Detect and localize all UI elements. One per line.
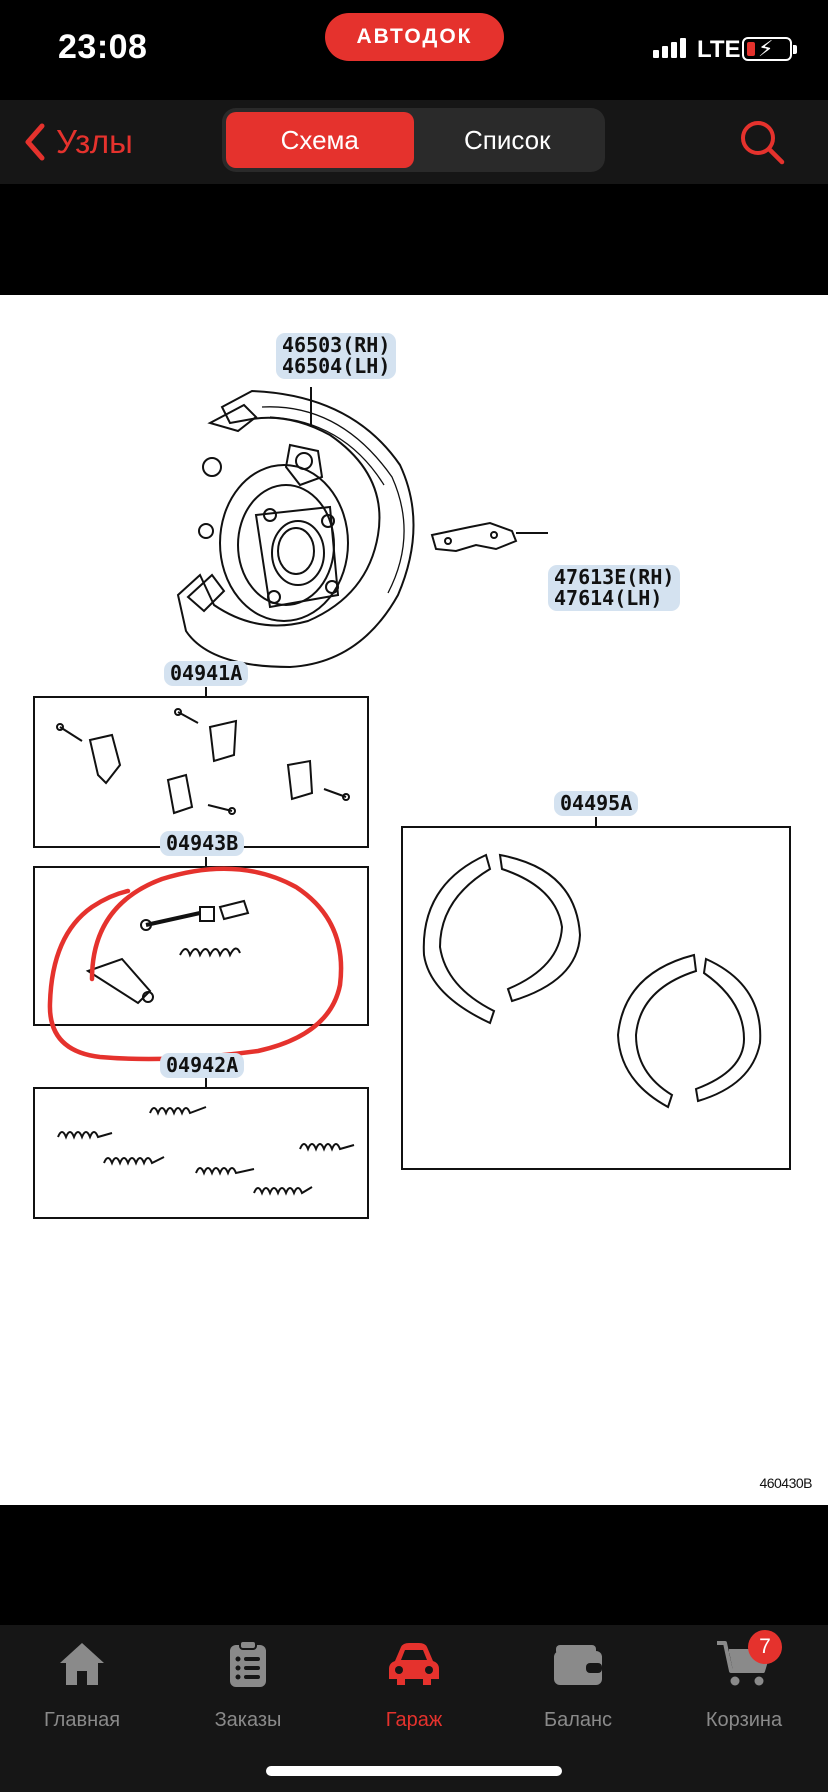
status-bar: 23:08 АВТОДОК LTE ⚡ xyxy=(0,0,828,100)
tab-orders-label: Заказы xyxy=(214,1709,282,1731)
view-switcher: Схема Список xyxy=(222,108,605,172)
home-icon xyxy=(60,1643,104,1685)
tab-home-label: Главная xyxy=(43,1709,121,1731)
callout-kit-a[interactable]: 04941A xyxy=(164,661,249,686)
tab-orders[interactable]: Заказы xyxy=(168,1639,328,1749)
tab-list[interactable]: Список xyxy=(463,124,551,155)
highlight-circle xyxy=(47,866,344,1062)
diagram-code: 460430B xyxy=(759,1475,812,1491)
back-label: Узлы xyxy=(56,123,133,160)
tab-scheme[interactable]: Схема xyxy=(226,112,414,168)
search-icon[interactable] xyxy=(738,118,786,166)
spring-parts-drawing xyxy=(57,1106,355,1196)
nav-bar: Узлы Схема Список xyxy=(0,100,828,184)
clip-parts-drawing xyxy=(56,708,350,815)
callout-kit-b[interactable]: 04943B xyxy=(160,831,245,856)
tab-balance[interactable]: Баланс xyxy=(498,1639,658,1749)
callout-lever[interactable]: 47613E(RH) 47614(LH) xyxy=(548,565,681,611)
adjuster-parts-drawing xyxy=(85,899,250,1005)
battery-charging-icon: ⚡ xyxy=(742,36,797,61)
callout-backing-plate[interactable]: 46503(RH) 46504(LH) xyxy=(276,333,397,379)
parts-diagram[interactable]: 46503(RH) 46504(LH) 47613E(RH) 47614(LH)… xyxy=(0,295,828,1505)
wallet-icon xyxy=(554,1645,602,1685)
diagram-drawing xyxy=(33,387,791,1219)
tab-cart[interactable]: Корзина xyxy=(664,1639,824,1749)
callout-springs[interactable]: 04942A xyxy=(160,1053,245,1078)
backing-plate-drawing xyxy=(176,387,415,669)
tab-cart-label: Корзина xyxy=(705,1709,783,1731)
brake-shoes-drawing xyxy=(422,853,762,1109)
tab-garage[interactable]: Гараж xyxy=(334,1639,494,1749)
status-time: 23:08 xyxy=(58,28,148,66)
clipboard-list-icon xyxy=(230,1640,266,1687)
lever-drawing xyxy=(430,521,548,553)
callout-shoes[interactable]: 04495A xyxy=(554,791,639,816)
home-indicator[interactable] xyxy=(266,1766,562,1776)
tab-balance-label: Баланс xyxy=(543,1709,613,1731)
tab-garage-label: Гараж xyxy=(385,1709,443,1731)
back-button[interactable]: Узлы xyxy=(22,118,133,166)
tab-home[interactable]: Главная xyxy=(2,1639,162,1749)
chevron-left-icon xyxy=(25,123,45,161)
brand-logo: АВТОДОК xyxy=(325,13,504,61)
car-icon xyxy=(389,1643,439,1685)
tab-bar: Главная Заказы Гараж Баланс К xyxy=(0,1625,828,1792)
network-type: LTE xyxy=(697,36,741,63)
signal-icon xyxy=(653,38,686,58)
cart-badge: 7 xyxy=(748,1630,782,1664)
